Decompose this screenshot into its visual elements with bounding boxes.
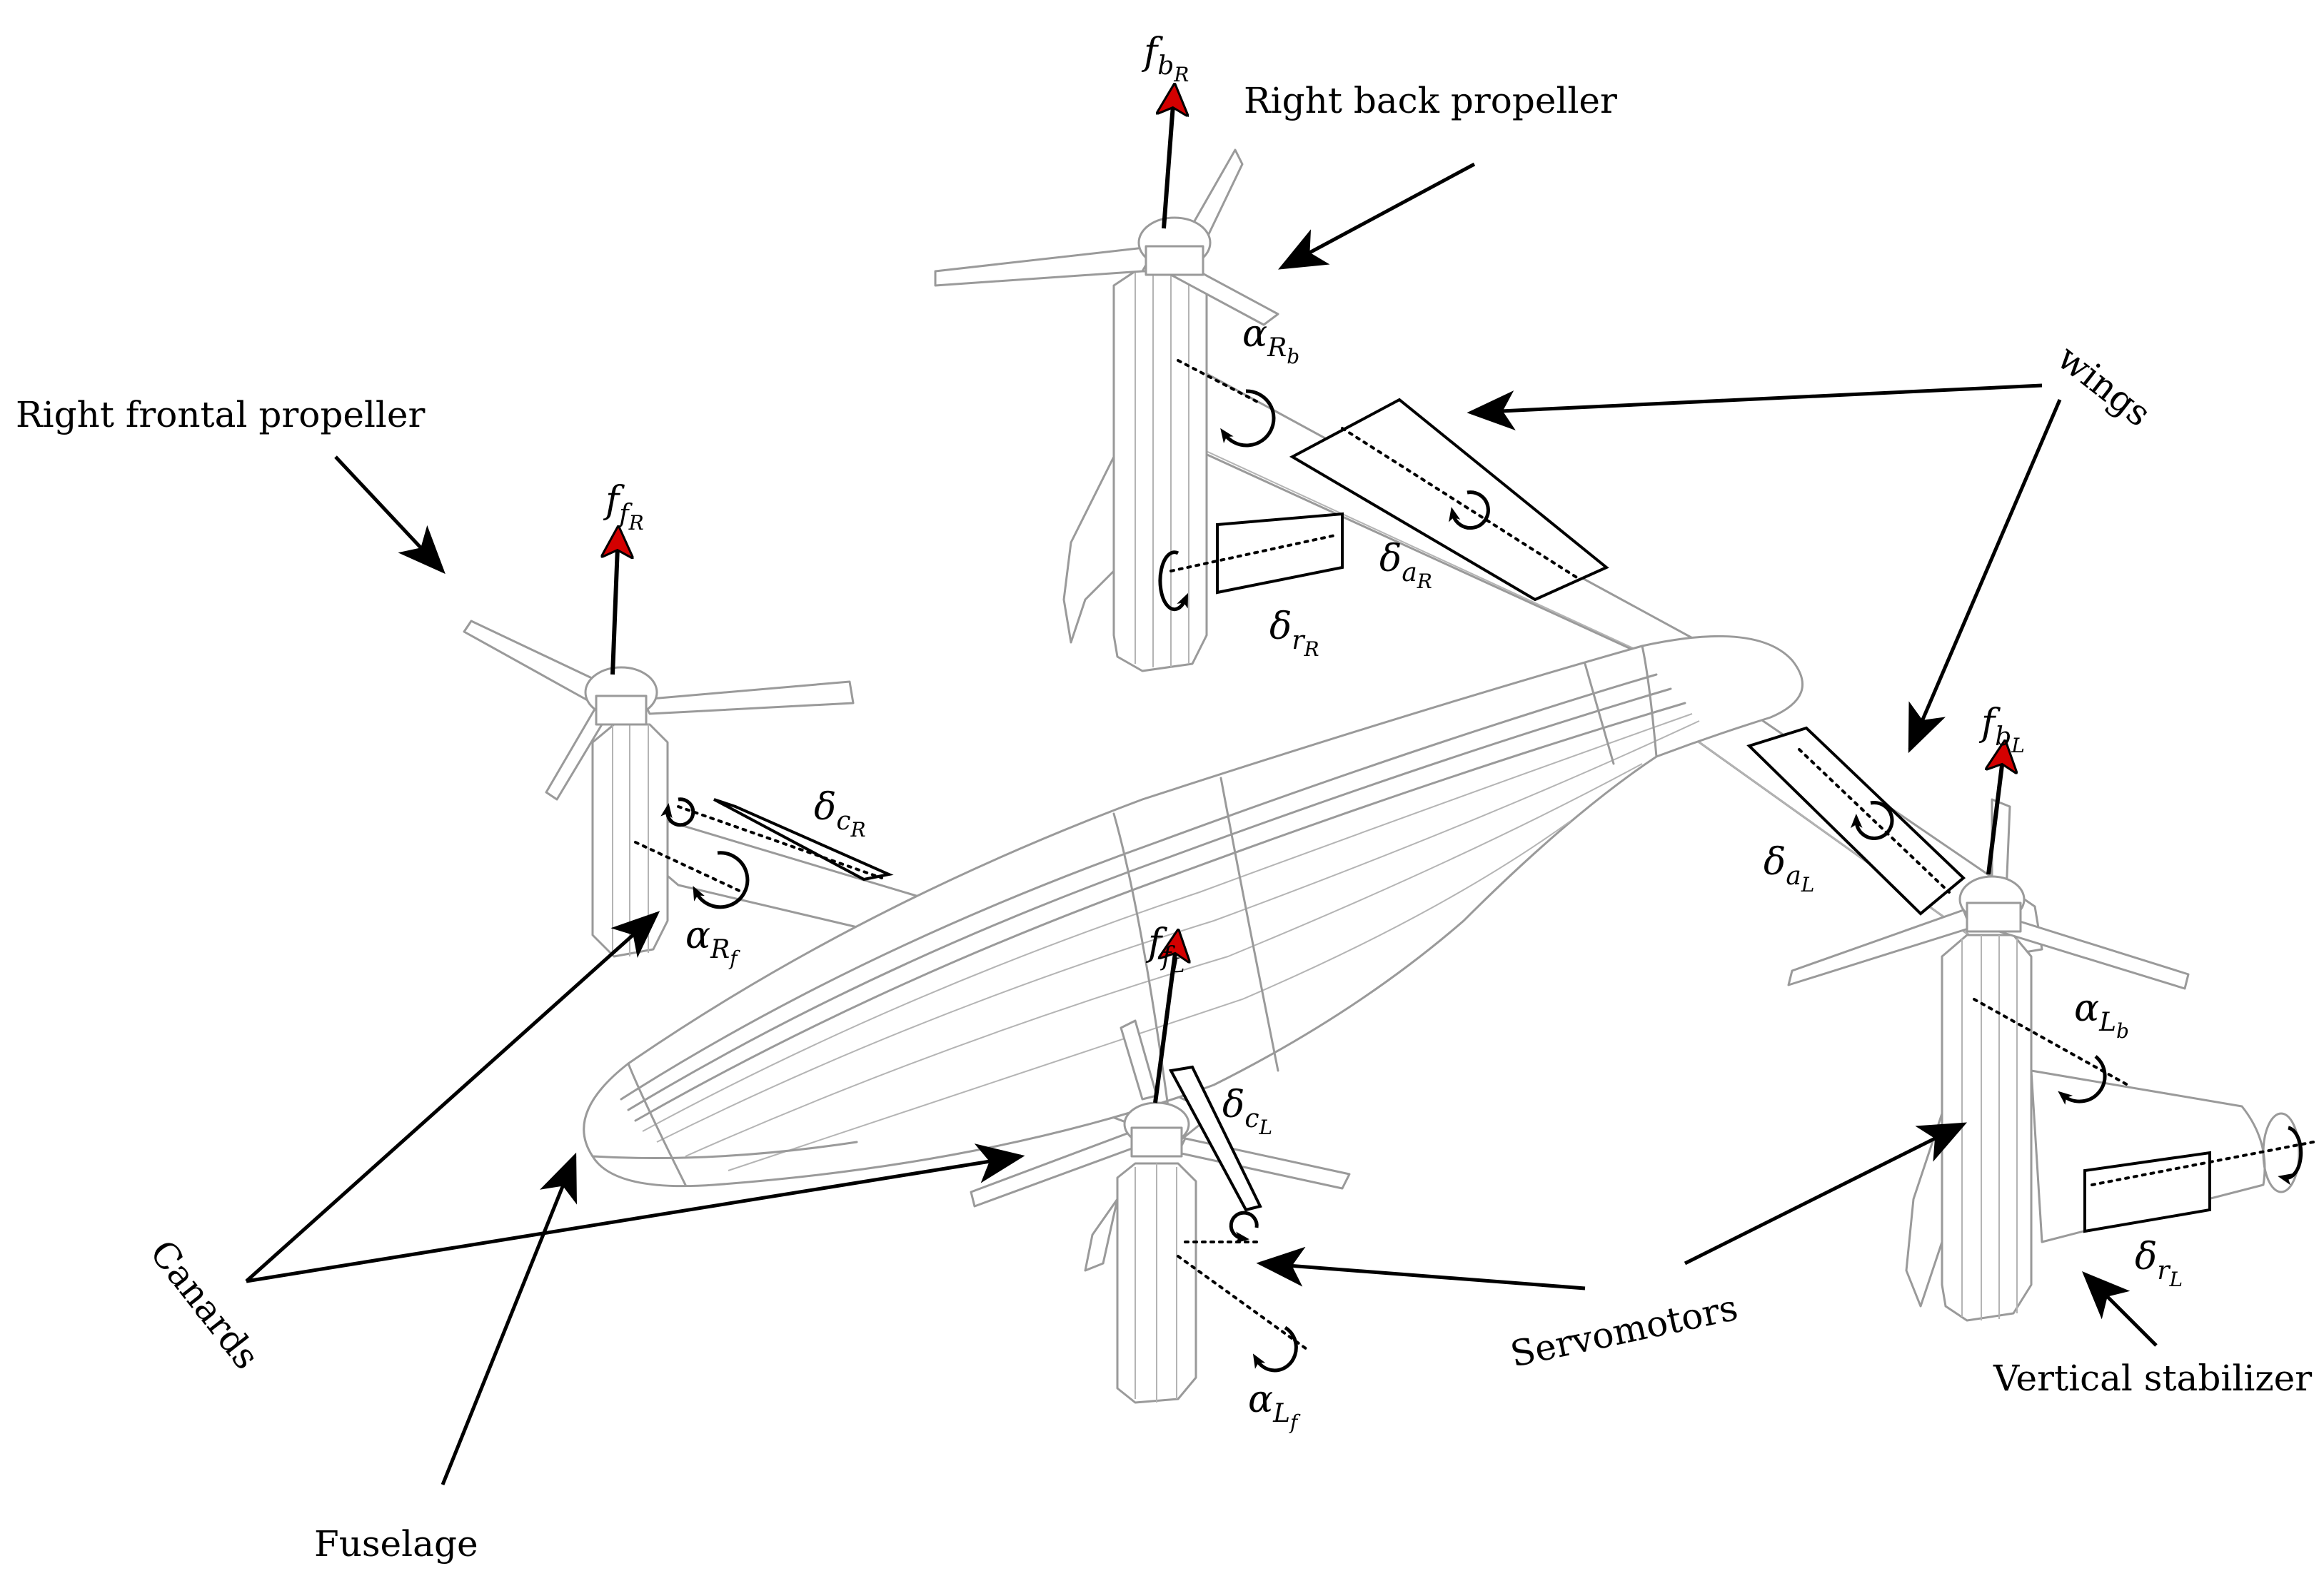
right-rudder bbox=[1216, 512, 1344, 595]
symbol-delta-cR: δcR bbox=[814, 786, 866, 842]
force-arrow-f-bL bbox=[1988, 742, 2005, 875]
force-arrow-f-bR bbox=[1164, 86, 1174, 229]
left-frontal-nacelle bbox=[1084, 1162, 1197, 1404]
math-symbols: fbR ffR fbL ffL αRb αRf αLb αLf δaR δaL bbox=[603, 31, 2183, 1434]
symbol-delta-aL: δaL bbox=[1764, 841, 1814, 896]
right-back-nacelle bbox=[1062, 270, 1208, 672]
symbol-f-fR: ffR bbox=[603, 479, 644, 535]
right-frontal-nacelle bbox=[591, 723, 669, 958]
symbol-delta-aR: δaR bbox=[1379, 537, 1432, 593]
label-right-frontal-propeller: Right frontal propeller bbox=[16, 394, 426, 435]
right-frontal-propeller bbox=[463, 620, 855, 801]
force-arrows bbox=[613, 86, 2005, 1103]
left-rudder bbox=[2083, 1151, 2211, 1233]
symbol-alpha-Rb: αRb bbox=[1242, 313, 1299, 368]
label-vertical-stabilizer: Vertical stabilizer bbox=[1993, 1358, 2312, 1399]
left-frontal-propeller bbox=[970, 1019, 1351, 1208]
symbol-f-bL: fbL bbox=[1978, 702, 2025, 757]
symbol-alpha-Lb: αLb bbox=[2074, 987, 2129, 1043]
force-arrow-f-fR bbox=[613, 528, 618, 675]
label-canards: Canards bbox=[142, 1233, 268, 1377]
rotation-axes bbox=[634, 359, 2315, 1350]
force-arrow-f-fL bbox=[1153, 931, 1178, 1103]
symbol-delta-rR: δrR bbox=[1269, 605, 1319, 661]
left-canard-surface bbox=[1168, 1065, 1262, 1212]
aircraft-structure bbox=[463, 86, 2315, 1404]
right-canard-surface bbox=[713, 798, 894, 882]
label-servomotors: Servomotors bbox=[1506, 1287, 1741, 1375]
label-right-back-propeller: Right back propeller bbox=[1244, 80, 1617, 121]
rotation-arrows bbox=[660, 389, 2303, 1373]
symbol-delta-cL: δcL bbox=[1222, 1084, 1272, 1139]
label-wings: wings bbox=[2050, 337, 2159, 435]
label-fuselage: Fuselage bbox=[314, 1523, 478, 1565]
callout-arrows bbox=[245, 162, 2158, 1485]
right-back-propeller bbox=[934, 148, 1279, 326]
symbol-delta-rL: δrL bbox=[2135, 1236, 2183, 1291]
symbol-alpha-Rf: αRf bbox=[685, 914, 740, 970]
right-aileron bbox=[1289, 398, 1609, 602]
symbol-f-bR: fbR bbox=[1141, 31, 1189, 86]
left-back-nacelle bbox=[1905, 934, 2033, 1322]
symbol-alpha-Lf: αLf bbox=[1248, 1378, 1301, 1434]
fuselage bbox=[583, 635, 1804, 1188]
